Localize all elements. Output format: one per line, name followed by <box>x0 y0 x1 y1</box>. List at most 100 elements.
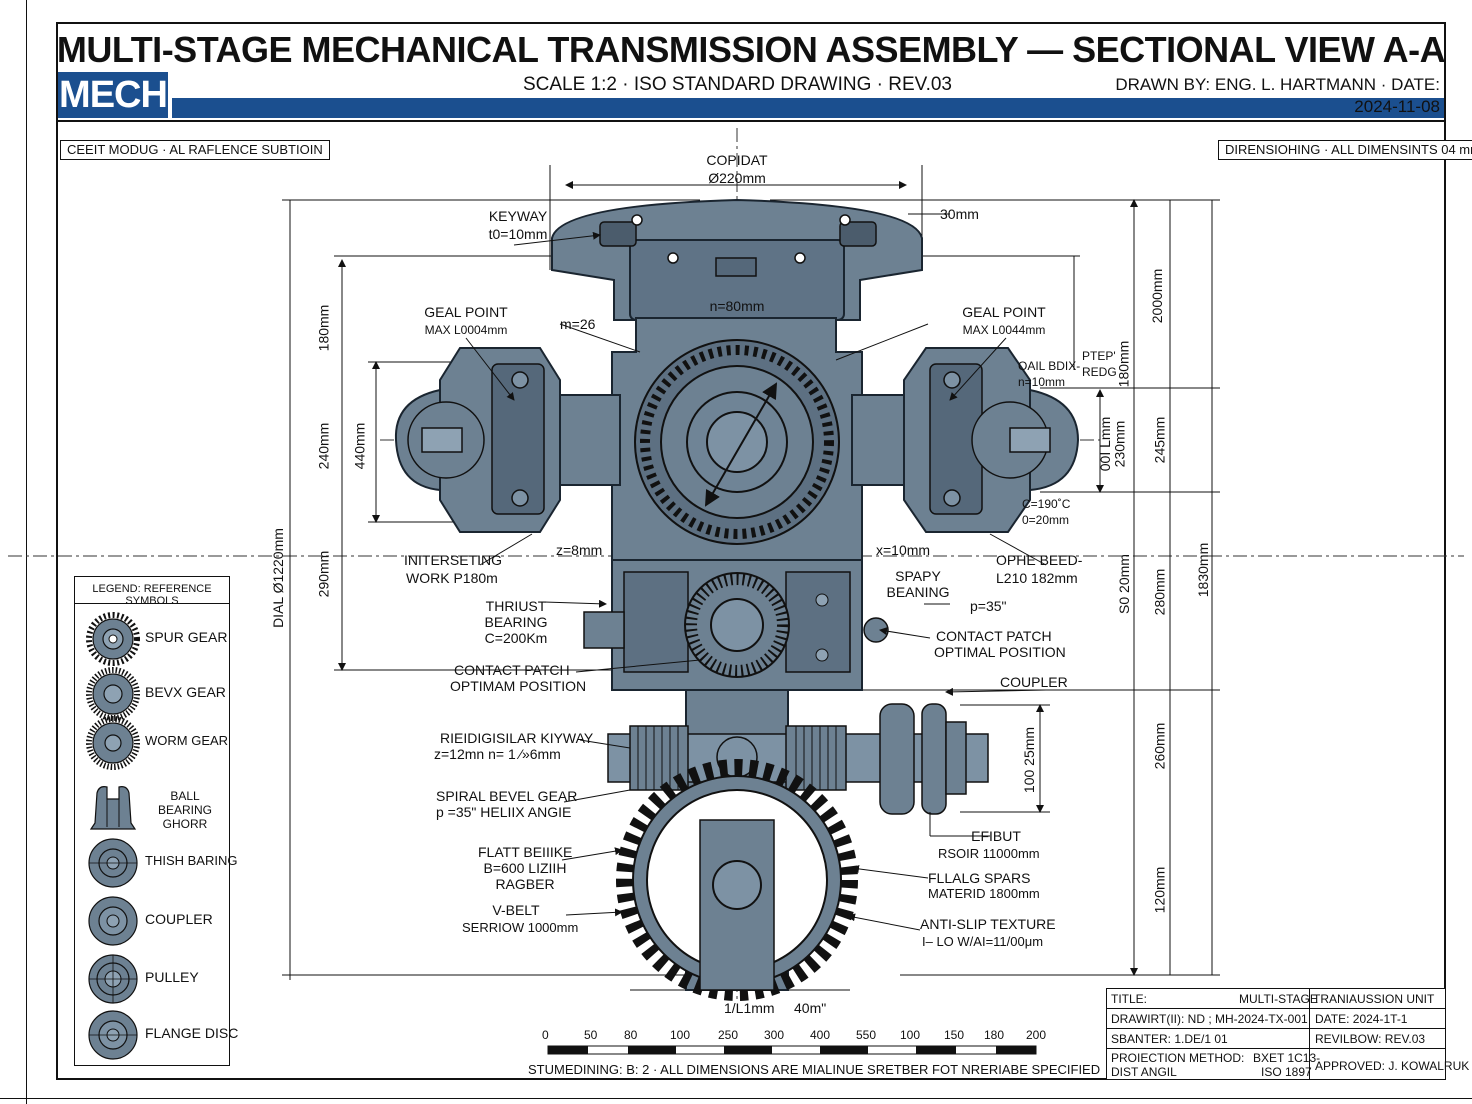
ball-bearing-icon <box>89 786 137 830</box>
legend-item: THISH BARING <box>75 835 237 891</box>
vdim-280mm: 280mm <box>1151 568 1168 616</box>
scale-tick-label: 250 <box>718 1028 739 1042</box>
dimension-note: STUMEDINING: B: 2 · ALL DIMENSIONS ARE M… <box>528 1062 1101 1077</box>
flatt-line3: RAGBER <box>495 876 555 892</box>
outer-border-bottom <box>0 1098 1472 1099</box>
vdim-so20: S0 20mm <box>1115 554 1132 614</box>
scale-tick-label: 0 <box>542 1028 549 1042</box>
antislip-line2: I– LO W/AI=11/00μm <box>922 934 1044 949</box>
vdim-260mm: 260mm <box>1151 722 1168 770</box>
legend-label: WORM GEAR <box>145 733 229 748</box>
coupler-icon <box>88 896 138 946</box>
legend-label: PULLEY <box>145 969 199 985</box>
bottom-dim-2: 40m" <box>794 1000 827 1016</box>
dim-30mm: 30mm <box>940 206 979 222</box>
section-tag-left: CEEIT MODUG · AL RAFLENCE SUBTIOIN <box>60 140 330 160</box>
tb-date: DATE: 2024-1T-1 <box>1315 1012 1408 1026</box>
p-35: p=35" <box>970 598 1007 614</box>
scale-tick-label: 300 <box>764 1028 785 1042</box>
legend-label: COUPLER <box>145 911 213 927</box>
flatt-line2: B=600 LIZIIH <box>483 860 567 876</box>
bottom-spur-gear <box>616 759 858 1001</box>
drawing-subtitle: SCALE 1:2 · ISO STANDARD DRAWING · REV.0… <box>522 74 952 95</box>
contact-left-line2: OPTIMAM POSITION <box>450 678 587 694</box>
legend-item: FLANGE DISC <box>75 1007 238 1063</box>
vbelt-line2: SERRIOW 1000mm <box>462 920 579 935</box>
antislip-line1: ANTI-SLIP TEXTURE <box>920 916 1056 932</box>
scale-tick-label: 80 <box>624 1028 638 1042</box>
ophe-title: OPHE BEED- <box>996 552 1083 568</box>
thrust-line2: BEARING <box>484 614 548 630</box>
central-spur-gear <box>634 339 840 545</box>
c190-value: 0=20mm <box>1022 513 1070 527</box>
dimension-lines <box>282 165 1220 991</box>
spiral-line1: SPIRAL BEVEL GEAR <box>436 788 578 804</box>
scale-tick-label: 200 <box>1026 1028 1047 1042</box>
left-bearing-block <box>407 363 545 515</box>
m-26: m=26 <box>560 316 596 332</box>
tb-projection-value2: ISO 1897 <box>1261 1065 1312 1079</box>
keyway-value: t0=10mm <box>488 226 548 242</box>
vdim-230mm: 230mm <box>1111 420 1128 468</box>
flange-bolts <box>599 214 877 277</box>
header-accent-bar <box>172 98 1444 118</box>
drawing-title: MULTI-STAGE MECHANICAL TRANSMISSION ASSE… <box>56 29 1446 70</box>
thrust-bearing-icon <box>88 838 138 888</box>
bevel-gear-icon <box>86 667 140 721</box>
fllalg-line1: FLLALG SPARS <box>928 870 1031 886</box>
c190-title: C=190˚C <box>1022 497 1071 511</box>
legend-item: BALL BEARING GHORR <box>75 779 229 835</box>
coupler-label: COUPLER <box>1000 674 1068 690</box>
ptep-value: REDG <box>1082 365 1117 379</box>
vbelt-line1: V-BELT <box>492 902 540 918</box>
tb-title-label: TITLE: <box>1111 992 1148 1006</box>
ptep-title: PTEP' <box>1082 349 1116 363</box>
flange-disc-icon <box>88 1010 138 1060</box>
vdim-440mm: 440mm <box>351 422 368 470</box>
legend-label: SPUR GEAR <box>145 629 228 645</box>
thrust-line1: THRIUST <box>485 598 547 614</box>
tb-title-value2: TRANIAUSSION UNIT <box>1313 992 1435 1006</box>
legend-title: LEGEND: REFERENCE SYMBOLS <box>92 583 212 607</box>
vdim-240mm: 240mm <box>315 422 332 470</box>
thrust-line3: C=200Km <box>484 630 548 646</box>
tb-projection-line1: PROIECTION METHOD: <box>1111 1051 1245 1065</box>
tb-sbanter: SBANTER: 1.DE/1 01 <box>1111 1032 1228 1046</box>
drawn-by: DRAWN BY: ENG. L. HARTMANN · DATE: 2024-… <box>1115 75 1440 116</box>
scale-tick-label: 100 <box>900 1028 921 1042</box>
right-bearing-block <box>929 363 1051 515</box>
oil-title: OAIL BDIX- <box>1018 359 1081 373</box>
legend-label: BALL BEARING GHORR <box>157 789 212 831</box>
spapy-value: BEANING <box>886 584 950 600</box>
bottom-dim-1: 1/L1mm <box>724 1000 775 1016</box>
spapy-title: SPAPY <box>895 568 941 584</box>
legend-label: FLANGE DISC <box>145 1025 239 1041</box>
tb-projection-value1: BXET 1C13- <box>1253 1051 1321 1065</box>
worm-gear-icon <box>86 716 140 770</box>
ophe-value: L210 182mm <box>996 570 1078 586</box>
scale-bar <box>547 1045 1037 1055</box>
mech-badge: MECH <box>58 72 168 118</box>
drawing-frame <box>56 22 1446 1080</box>
x-10mm: x=10mm <box>876 542 931 558</box>
legend-item: SPUR GEAR <box>75 611 229 667</box>
keyway2-line2: z=12mn n= 1 ⁄»6mm <box>434 746 561 762</box>
tb-approved: APPROVED: J. KOWALRUK <box>1315 1059 1470 1073</box>
n-80mm: n=80mm <box>709 298 765 314</box>
legend-item: BEVX GEAR <box>75 666 229 722</box>
geal-right-value: MAX L0044mm <box>962 323 1046 337</box>
tb-revision: REVILBOW: REV.03 <box>1315 1032 1426 1046</box>
efibut-line1: EFIBUT <box>971 828 1021 844</box>
z-8mm: z=8mm <box>556 542 603 558</box>
keyway2-line1: RIEIDIGISILAR KIYWAY <box>440 730 594 746</box>
top-dim-title: COPIDAT <box>706 152 768 168</box>
legend-label: THISH BARING <box>145 853 238 868</box>
geal-left-value: MAX L0004mm <box>424 323 508 337</box>
scale-tick-label: 100 <box>670 1028 691 1042</box>
tb-drawing-number: DRAWIRT(II): ND ; MH-2024-TX-001 <box>1111 1012 1308 1026</box>
vdim-2000mm: 2000mm <box>1149 268 1166 324</box>
oil-value: n=10mm <box>1018 375 1066 389</box>
geal-right-title: GEAL POINT <box>962 304 1046 320</box>
vdim-100-25mm: 100 25mm <box>1021 726 1038 794</box>
spur-gear-icon <box>86 612 140 666</box>
